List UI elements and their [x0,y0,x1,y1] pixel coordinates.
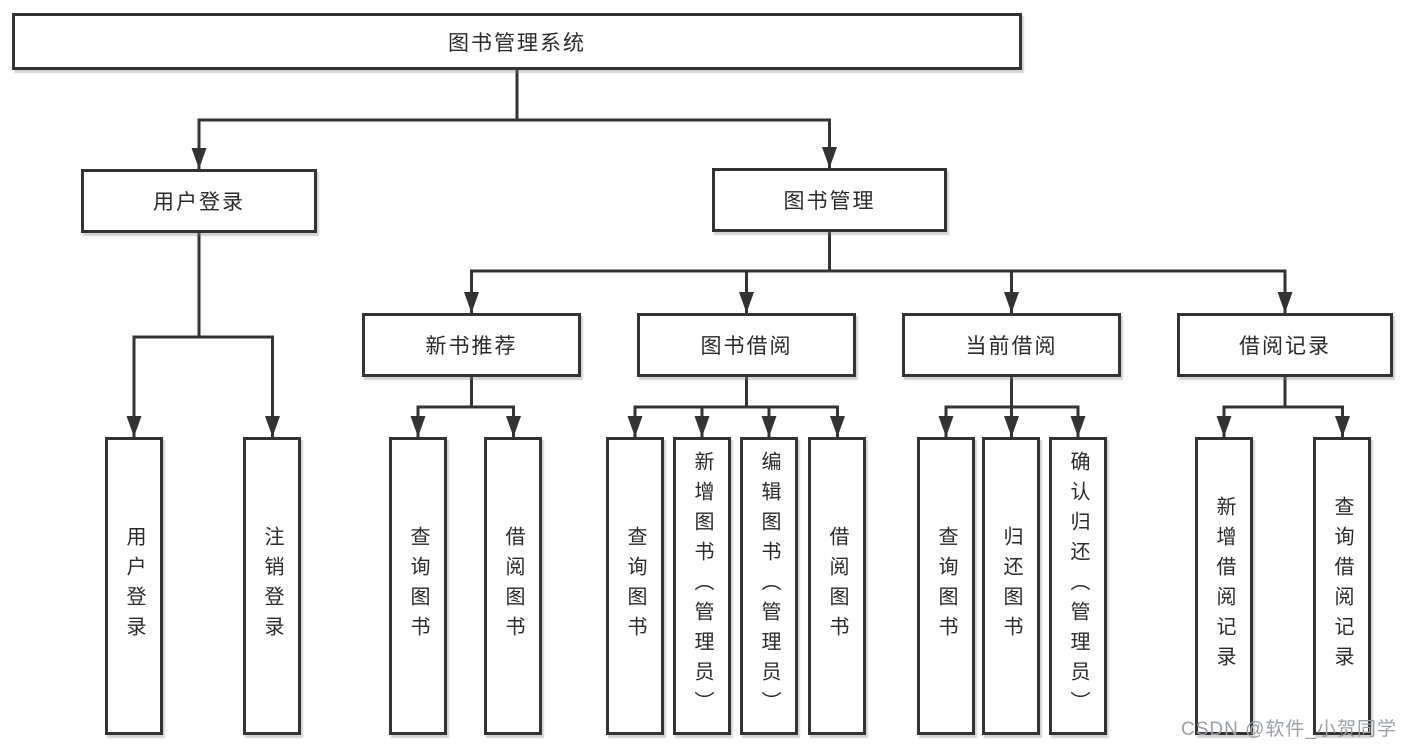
leaf-return-book-label: 归还图书 [1000,526,1022,646]
node-book-borrow: 图书借阅 [637,313,856,377]
node-current-borrow: 当前借阅 [902,313,1121,377]
leaf-borrow-books-borrow: 借阅图书 [808,437,866,735]
leaf-return-book: 归还图书 [982,437,1040,735]
leaf-query-books-borrow-label: 查询图书 [624,526,646,646]
leaf-add-borrow-record: 新增借阅记录 [1195,437,1253,735]
leaf-query-books-current-label: 查询图书 [935,526,957,646]
node-user-login: 用户登录 [81,169,317,233]
csdn-watermark: CSDN @软件_小贺同学 [1181,719,1397,740]
connector-group [126,68,1350,439]
node-book-management: 图书管理 [712,168,947,232]
leaf-query-books-recommend: 查询图书 [389,437,447,735]
node-borrow-records: 借阅记录 [1177,313,1393,377]
leaf-query-borrow-record-label: 查询借阅记录 [1331,496,1353,676]
leaf-user-login: 用户登录 [105,437,163,735]
leaf-query-borrow-record: 查询借阅记录 [1313,437,1371,735]
leaf-confirm-return-admin-label: 确认归还（管理员） [1067,451,1089,721]
leaf-borrow-books-recommend: 借阅图书 [484,437,542,735]
leaf-add-book-admin: 新增图书（管理员） [673,437,731,735]
node-root-system: 图书管理系统 [12,13,1022,70]
leaf-edit-book-admin: 编辑图书（管理员） [740,437,798,735]
leaf-logout: 注销登录 [243,437,301,735]
leaf-borrow-books-borrow-label: 借阅图书 [826,526,848,646]
leaf-query-books-borrow: 查询图书 [606,437,664,735]
leaf-query-books-current: 查询图书 [917,437,975,735]
leaf-borrow-books-recommend-label: 借阅图书 [502,526,524,646]
leaf-add-borrow-record-label: 新增借阅记录 [1213,496,1235,676]
node-new-book-recommend: 新书推荐 [362,313,581,377]
leaf-edit-book-admin-label: 编辑图书（管理员） [758,451,780,721]
leaf-user-login-label: 用户登录 [123,526,145,646]
leaf-query-books-recommend-label: 查询图书 [407,526,429,646]
leaf-confirm-return-admin: 确认归还（管理员） [1049,437,1107,735]
leaf-add-book-admin-label: 新增图书（管理员） [691,451,713,721]
leaf-logout-label: 注销登录 [261,526,283,646]
